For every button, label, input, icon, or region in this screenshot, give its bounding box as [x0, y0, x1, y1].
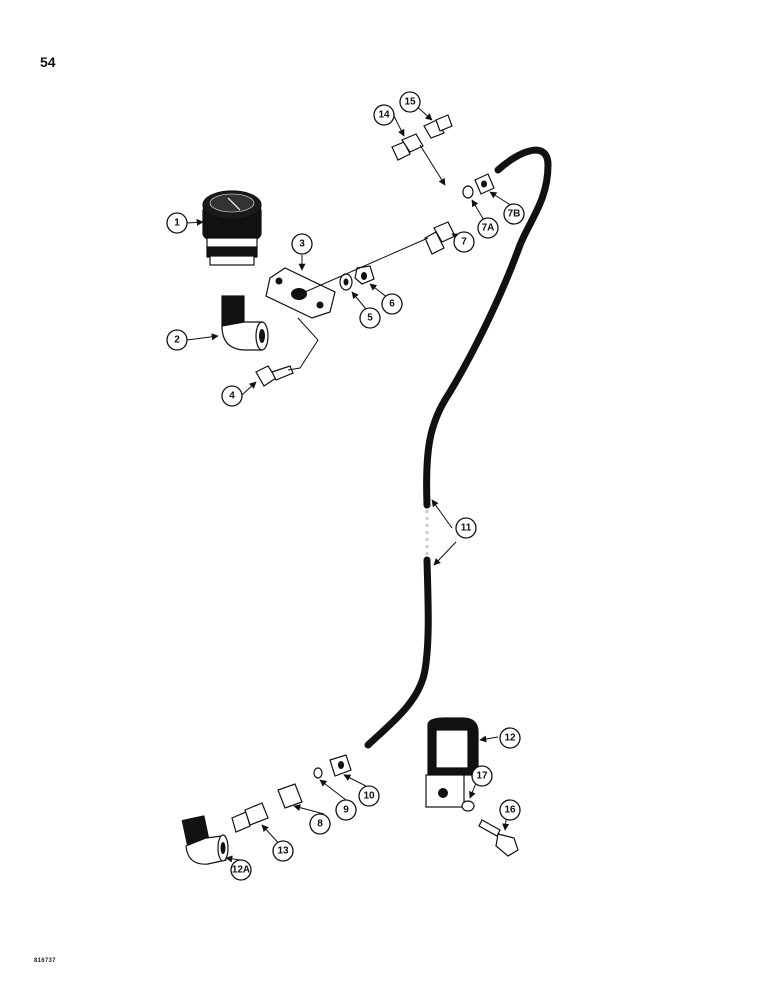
svg-text:17: 17 [476, 771, 488, 782]
svg-text:10: 10 [363, 791, 375, 802]
callout-6: 6 [381, 293, 403, 315]
leader-lines [186, 103, 513, 863]
svg-text:15: 15 [404, 97, 416, 108]
adapter-fitting-part [231, 802, 269, 833]
gauge-part [202, 190, 262, 266]
svg-text:6: 6 [389, 299, 395, 310]
tube-clamp-part [425, 717, 479, 808]
fittings-14-15 [391, 114, 453, 161]
callout-16: 16 [499, 799, 521, 821]
callout-17: 17 [471, 765, 493, 787]
svg-text:4: 4 [229, 391, 235, 402]
svg-text:1: 1 [174, 218, 180, 229]
callout-12a: 12A [230, 859, 252, 881]
callout-14: 14 [373, 104, 395, 126]
elbow-fitting-part [221, 295, 269, 351]
svg-text:11: 11 [461, 523, 472, 534]
callout-8: 8 [309, 813, 331, 835]
callout-11: 11 [455, 517, 477, 539]
callout-15: 15 [399, 91, 421, 113]
callout-12: 12 [499, 727, 521, 749]
svg-text:13: 13 [277, 846, 289, 857]
svg-text:12: 12 [504, 733, 516, 744]
elbow-12a-part [181, 815, 229, 865]
page-number: 54 [40, 54, 56, 70]
fitting-7-assembly [424, 173, 495, 255]
callout-7: 7 [453, 231, 475, 253]
callout-4: 4 [221, 385, 243, 407]
figure-code: 816737 [34, 958, 56, 964]
svg-text:7: 7 [461, 237, 467, 248]
svg-text:12A: 12A [232, 865, 250, 876]
mounting-flange-part [265, 267, 336, 319]
callout-7b: 7B [503, 203, 525, 225]
callout-13: 13 [272, 840, 294, 862]
svg-text:9: 9 [343, 805, 349, 816]
callout-10: 10 [358, 785, 380, 807]
washer-and-nut-parts [339, 265, 375, 291]
svg-text:7A: 7A [482, 223, 495, 234]
callout-3: 3 [291, 233, 313, 255]
svg-text:5: 5 [367, 313, 373, 324]
svg-text:8: 8 [317, 819, 323, 830]
svg-text:2: 2 [174, 335, 180, 346]
callout-2: 2 [166, 329, 188, 351]
svg-text:16: 16 [504, 805, 516, 816]
callout-9: 9 [335, 799, 357, 821]
svg-text:7B: 7B [508, 209, 521, 220]
callout-1: 1 [166, 212, 188, 234]
tube-upper-section [423, 146, 552, 509]
callout-7a: 7A [477, 217, 499, 239]
bolt-part [255, 365, 294, 387]
fittings-8-9-10 [277, 754, 352, 809]
tube-lower-section [364, 556, 432, 749]
callout-5: 5 [359, 307, 381, 329]
svg-text:3: 3 [299, 239, 305, 250]
svg-text:14: 14 [378, 110, 390, 121]
bolt-16-washer-17 [461, 800, 519, 857]
